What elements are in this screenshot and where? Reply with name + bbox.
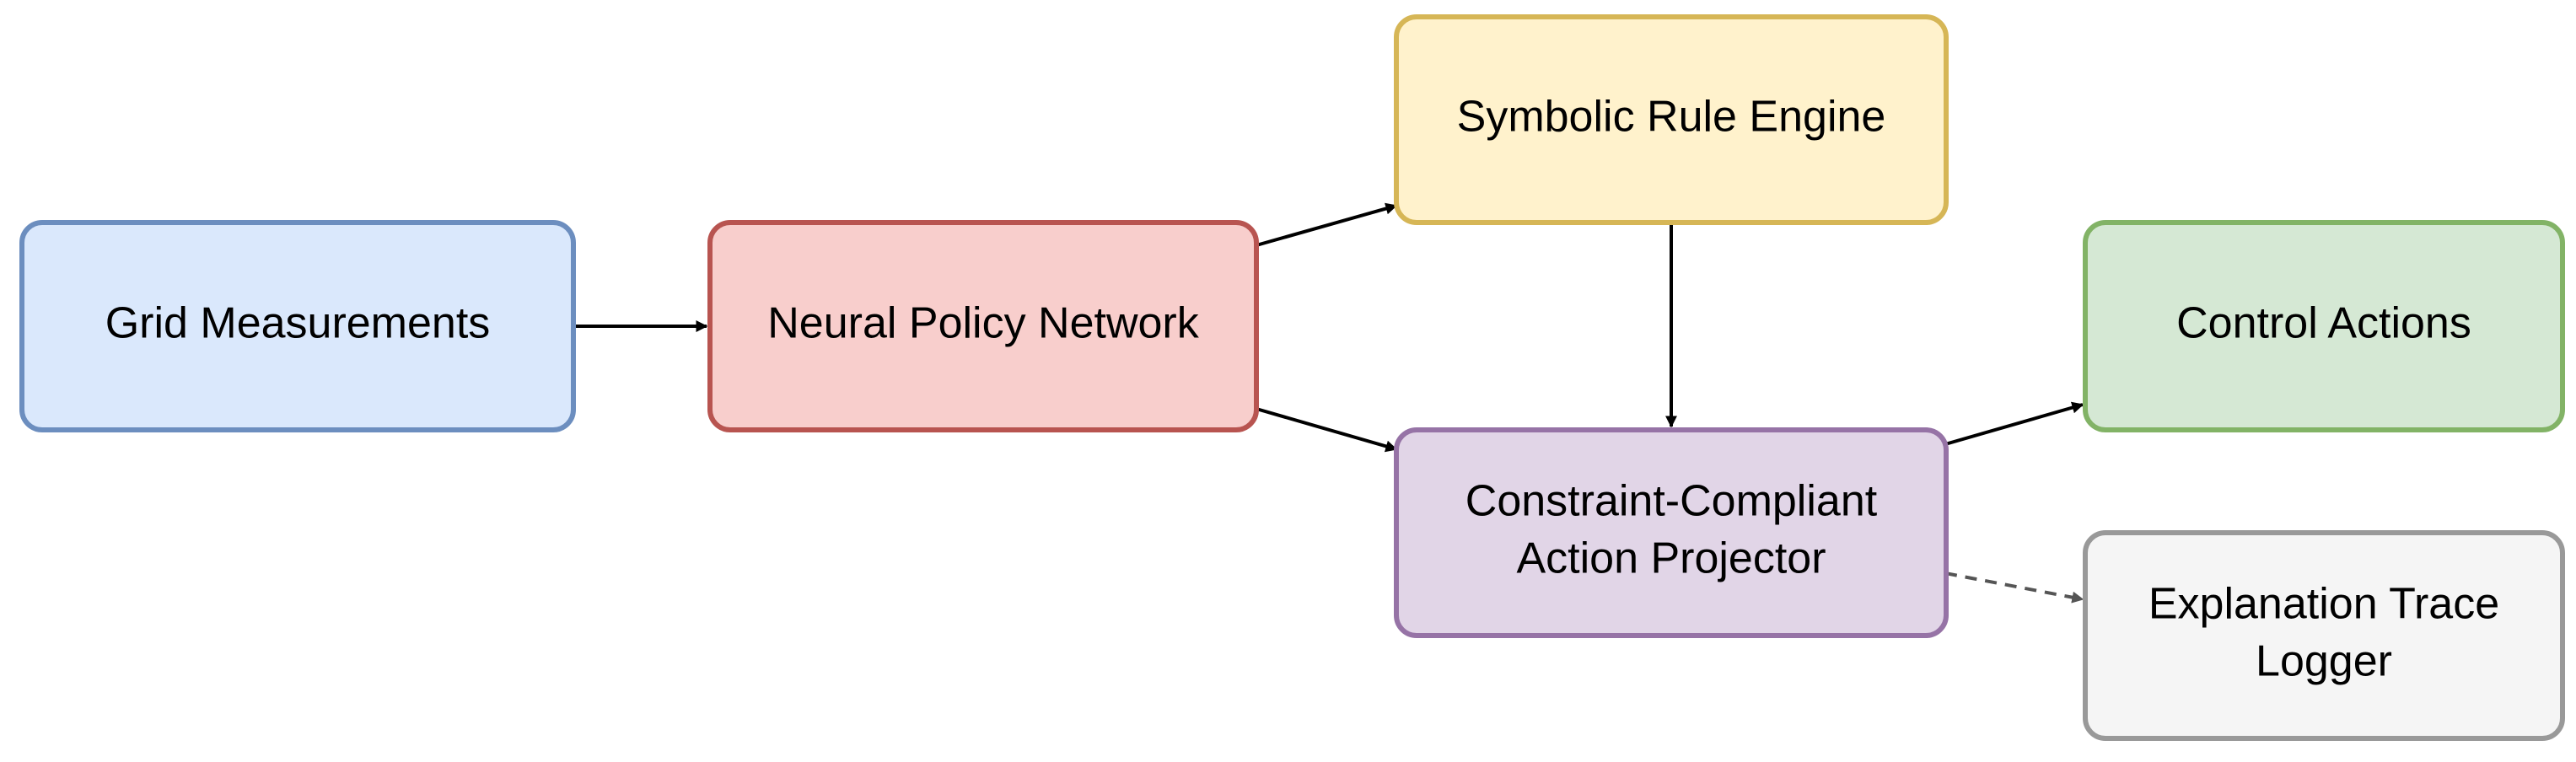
node-label-line-2: Logger: [2256, 637, 2392, 686]
node-explanation-trace-logger: Explanation Trace Logger: [2083, 530, 2565, 741]
node-label: Neural Policy Network: [767, 299, 1199, 348]
node-constraint-compliant-action-projector: Constraint-Compliant Action Projector: [1394, 427, 1949, 638]
node-box: [2083, 530, 2565, 741]
edge-neural-to-projector: [1256, 407, 1398, 453]
node-box: [1394, 14, 1949, 225]
edge-neural-to-symbolic: [1256, 202, 1398, 247]
node-label: Grid Measurements: [105, 299, 491, 348]
node-symbolic-rule-engine: Symbolic Rule Engine: [1394, 14, 1949, 225]
nodes-layer: Grid Measurements Neural Policy Network …: [19, 14, 2565, 741]
node-box: [19, 220, 576, 432]
node-box: [1394, 427, 1949, 638]
node-control-actions: Control Actions: [2083, 220, 2565, 432]
node-neural-policy-network: Neural Policy Network: [707, 220, 1259, 432]
node-label: Control Actions: [2176, 299, 2471, 348]
node-box: [2083, 220, 2565, 432]
node-grid-measurements: Grid Measurements: [19, 220, 576, 432]
node-box: [707, 220, 1259, 432]
node-label-line-1: Explanation Trace: [2148, 580, 2499, 629]
edge-projector-to-control: [1944, 401, 2084, 446]
edges-layer: [573, 202, 2084, 604]
node-label: Symbolic Rule Engine: [1457, 93, 1886, 142]
node-label-line-2: Action Projector: [1516, 534, 1826, 583]
node-label-line-1: Constraint-Compliant: [1465, 477, 1878, 526]
edge-projector-to-logger: [1944, 572, 2084, 604]
